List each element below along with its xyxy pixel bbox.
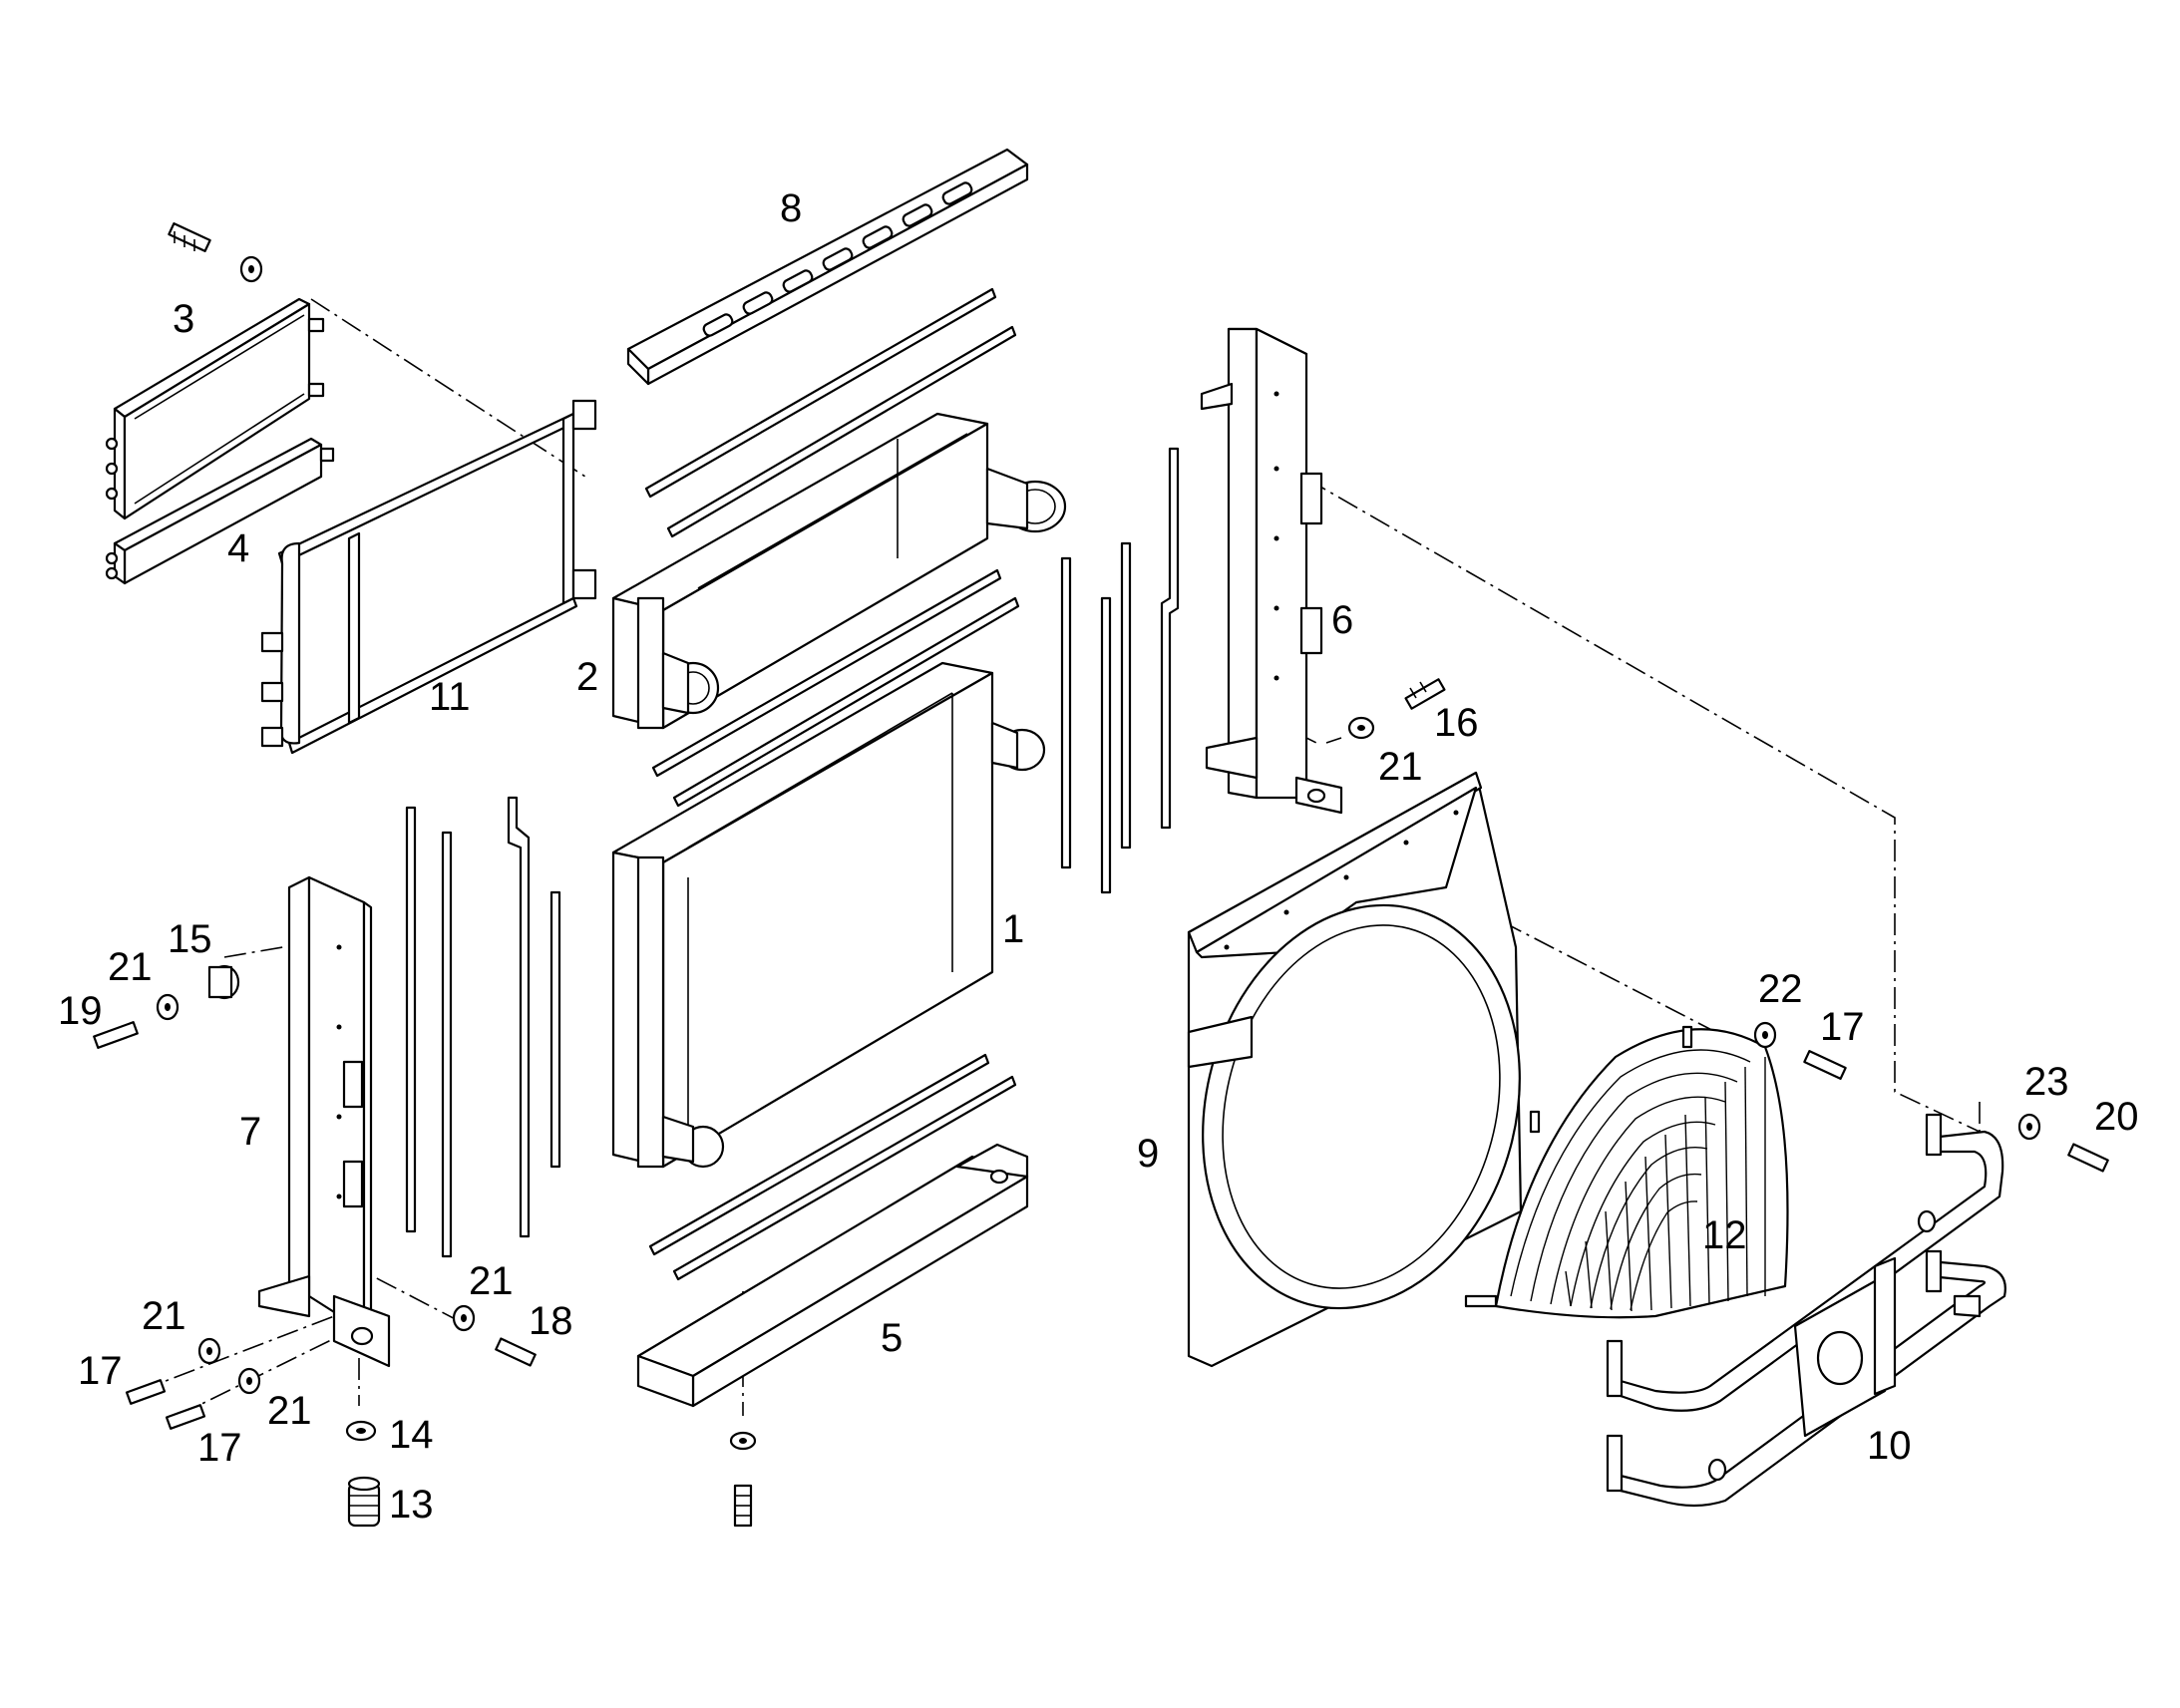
callout-10: 10 <box>1867 1424 1912 1468</box>
seal-strips-bottom <box>648 1053 1017 1281</box>
callout-17b: 17 <box>197 1426 242 1470</box>
callout-21b: 21 <box>1378 745 1423 789</box>
callout-18: 18 <box>529 1299 573 1343</box>
callout-9: 9 <box>1137 1132 1159 1176</box>
part-13-rubber-mount <box>347 1476 381 1528</box>
callout-17a: 17 <box>78 1349 123 1393</box>
part-4-lower-cooler <box>105 437 335 585</box>
callout-3: 3 <box>173 297 194 341</box>
callout-15: 15 <box>168 917 212 961</box>
top-plate-slots <box>702 181 973 337</box>
bolt-part-5 <box>729 1431 757 1528</box>
part-12-fan-guard <box>1464 1025 1789 1319</box>
part-11-frame <box>260 399 597 755</box>
callout-8: 8 <box>780 186 802 230</box>
bolt-part-18 <box>452 1304 537 1367</box>
part-10-guard-bracket <box>1606 1113 2006 1508</box>
callout-21a: 21 <box>108 945 153 989</box>
vertical-seals-right <box>1060 447 1180 894</box>
vertical-seals-left <box>405 796 561 1258</box>
callout-19: 19 <box>58 989 103 1033</box>
part-15-spacer <box>207 964 240 1000</box>
part-1-radiator <box>611 661 1046 1169</box>
bolt-part-3 <box>168 222 263 283</box>
part-6-right-column <box>1200 327 1343 815</box>
callout-17c: 17 <box>1820 1005 1865 1049</box>
callout-5: 5 <box>881 1316 903 1360</box>
callout-21e: 21 <box>267 1389 312 1433</box>
callout-16: 16 <box>1434 701 1479 745</box>
bolt-part-19 <box>93 993 180 1049</box>
seal-strips-top <box>644 287 1017 538</box>
callout-6: 6 <box>1331 598 1353 642</box>
bolt-part-16 <box>1347 678 1446 740</box>
callout-2: 2 <box>576 655 598 699</box>
callout-1: 1 <box>1002 907 1024 951</box>
callout-14: 14 <box>389 1413 434 1457</box>
callout-12: 12 <box>1702 1213 1747 1257</box>
bolts-part-17-left <box>125 1337 261 1430</box>
seal-strips-middle <box>651 568 1020 808</box>
part-14-washer <box>345 1420 377 1442</box>
part-5-bottom-tray <box>636 1143 1029 1408</box>
part-7-left-column <box>257 875 391 1368</box>
callout-11: 11 <box>429 675 471 719</box>
bolt-part-17-right <box>1753 1021 1847 1080</box>
callout-13: 13 <box>389 1483 434 1527</box>
callout-21c: 21 <box>142 1294 186 1338</box>
part-2-charge-air-cooler <box>611 412 1067 730</box>
callout-7: 7 <box>239 1110 261 1154</box>
callout-20: 20 <box>2094 1095 2139 1139</box>
part-3-upper-cooler <box>105 297 325 520</box>
callout-23: 23 <box>2024 1060 2069 1104</box>
bolt-part-20 <box>2017 1113 2109 1173</box>
part-9-fan-shroud <box>1187 771 1523 1368</box>
callout-4: 4 <box>227 526 249 570</box>
callout-22: 22 <box>1758 967 1803 1011</box>
callout-21d: 21 <box>469 1259 514 1303</box>
callout-labels: 1 2 3 4 5 6 7 8 9 10 11 12 13 14 15 16 1… <box>58 186 2139 1527</box>
part-8-top-plate <box>626 148 1029 386</box>
